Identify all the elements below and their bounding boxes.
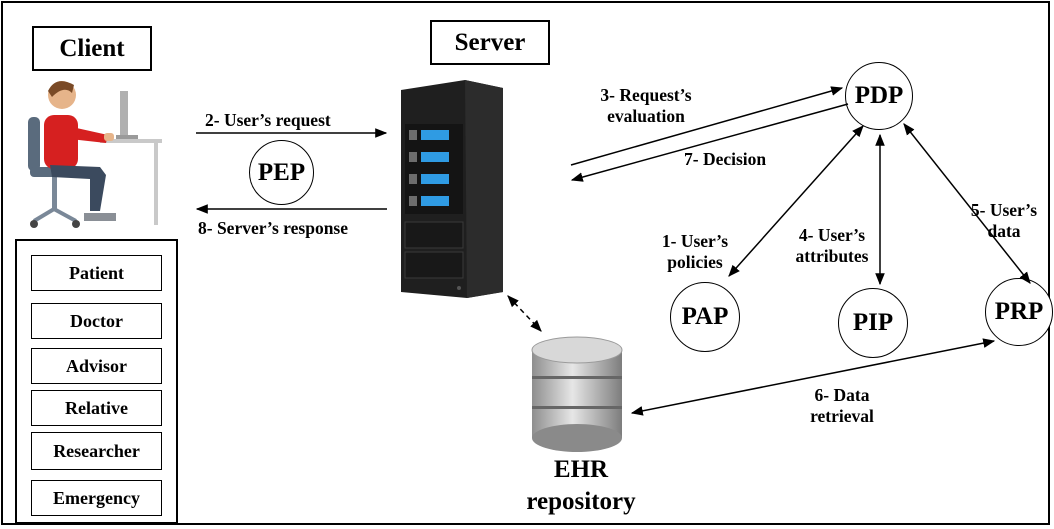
person-at-computer-icon: [28, 81, 162, 228]
label-server-response: 8- Server’s response: [198, 218, 349, 238]
label-user-data: 5- User’s data: [970, 200, 1038, 241]
server-title: Server: [430, 20, 550, 65]
label-user-request: 2- User’s request: [205, 110, 331, 130]
arrow-user-data: [903, 123, 1031, 284]
user-roles-panel: Patient Doctor Advisor Relative Research…: [15, 239, 178, 524]
arrow-data-retrieval: [630, 338, 996, 416]
prp-node: PRP: [985, 278, 1053, 346]
arrow-decision: [570, 103, 849, 182]
ehr-repository-label: EHR repository: [526, 456, 636, 515]
pep-node: PEP: [249, 140, 314, 205]
label-data-retrieval: 6- Data retrieval: [810, 385, 874, 426]
database-icon: [531, 336, 623, 452]
label-decision: 7- Decision: [684, 149, 767, 169]
arrow-user-policies: [728, 125, 864, 277]
role-emergency: Emergency: [31, 480, 162, 516]
server-tower-icon: [401, 80, 503, 298]
label-request-evaluation: 3- Request’s evaluation: [600, 85, 692, 126]
role-researcher: Researcher: [31, 432, 162, 470]
role-advisor: Advisor: [31, 348, 162, 384]
arrow-request-evaluation: [570, 86, 844, 166]
role-patient: Patient: [31, 255, 162, 291]
role-doctor: Doctor: [31, 303, 162, 339]
label-user-policies: 1- User’s policies: [661, 231, 729, 272]
pdp-node: PDP: [845, 62, 913, 130]
role-relative: Relative: [31, 390, 162, 426]
label-user-attributes: 4- User’s attributes: [795, 225, 869, 266]
client-title: Client: [32, 26, 152, 71]
arrow-server-repository: [507, 295, 542, 332]
